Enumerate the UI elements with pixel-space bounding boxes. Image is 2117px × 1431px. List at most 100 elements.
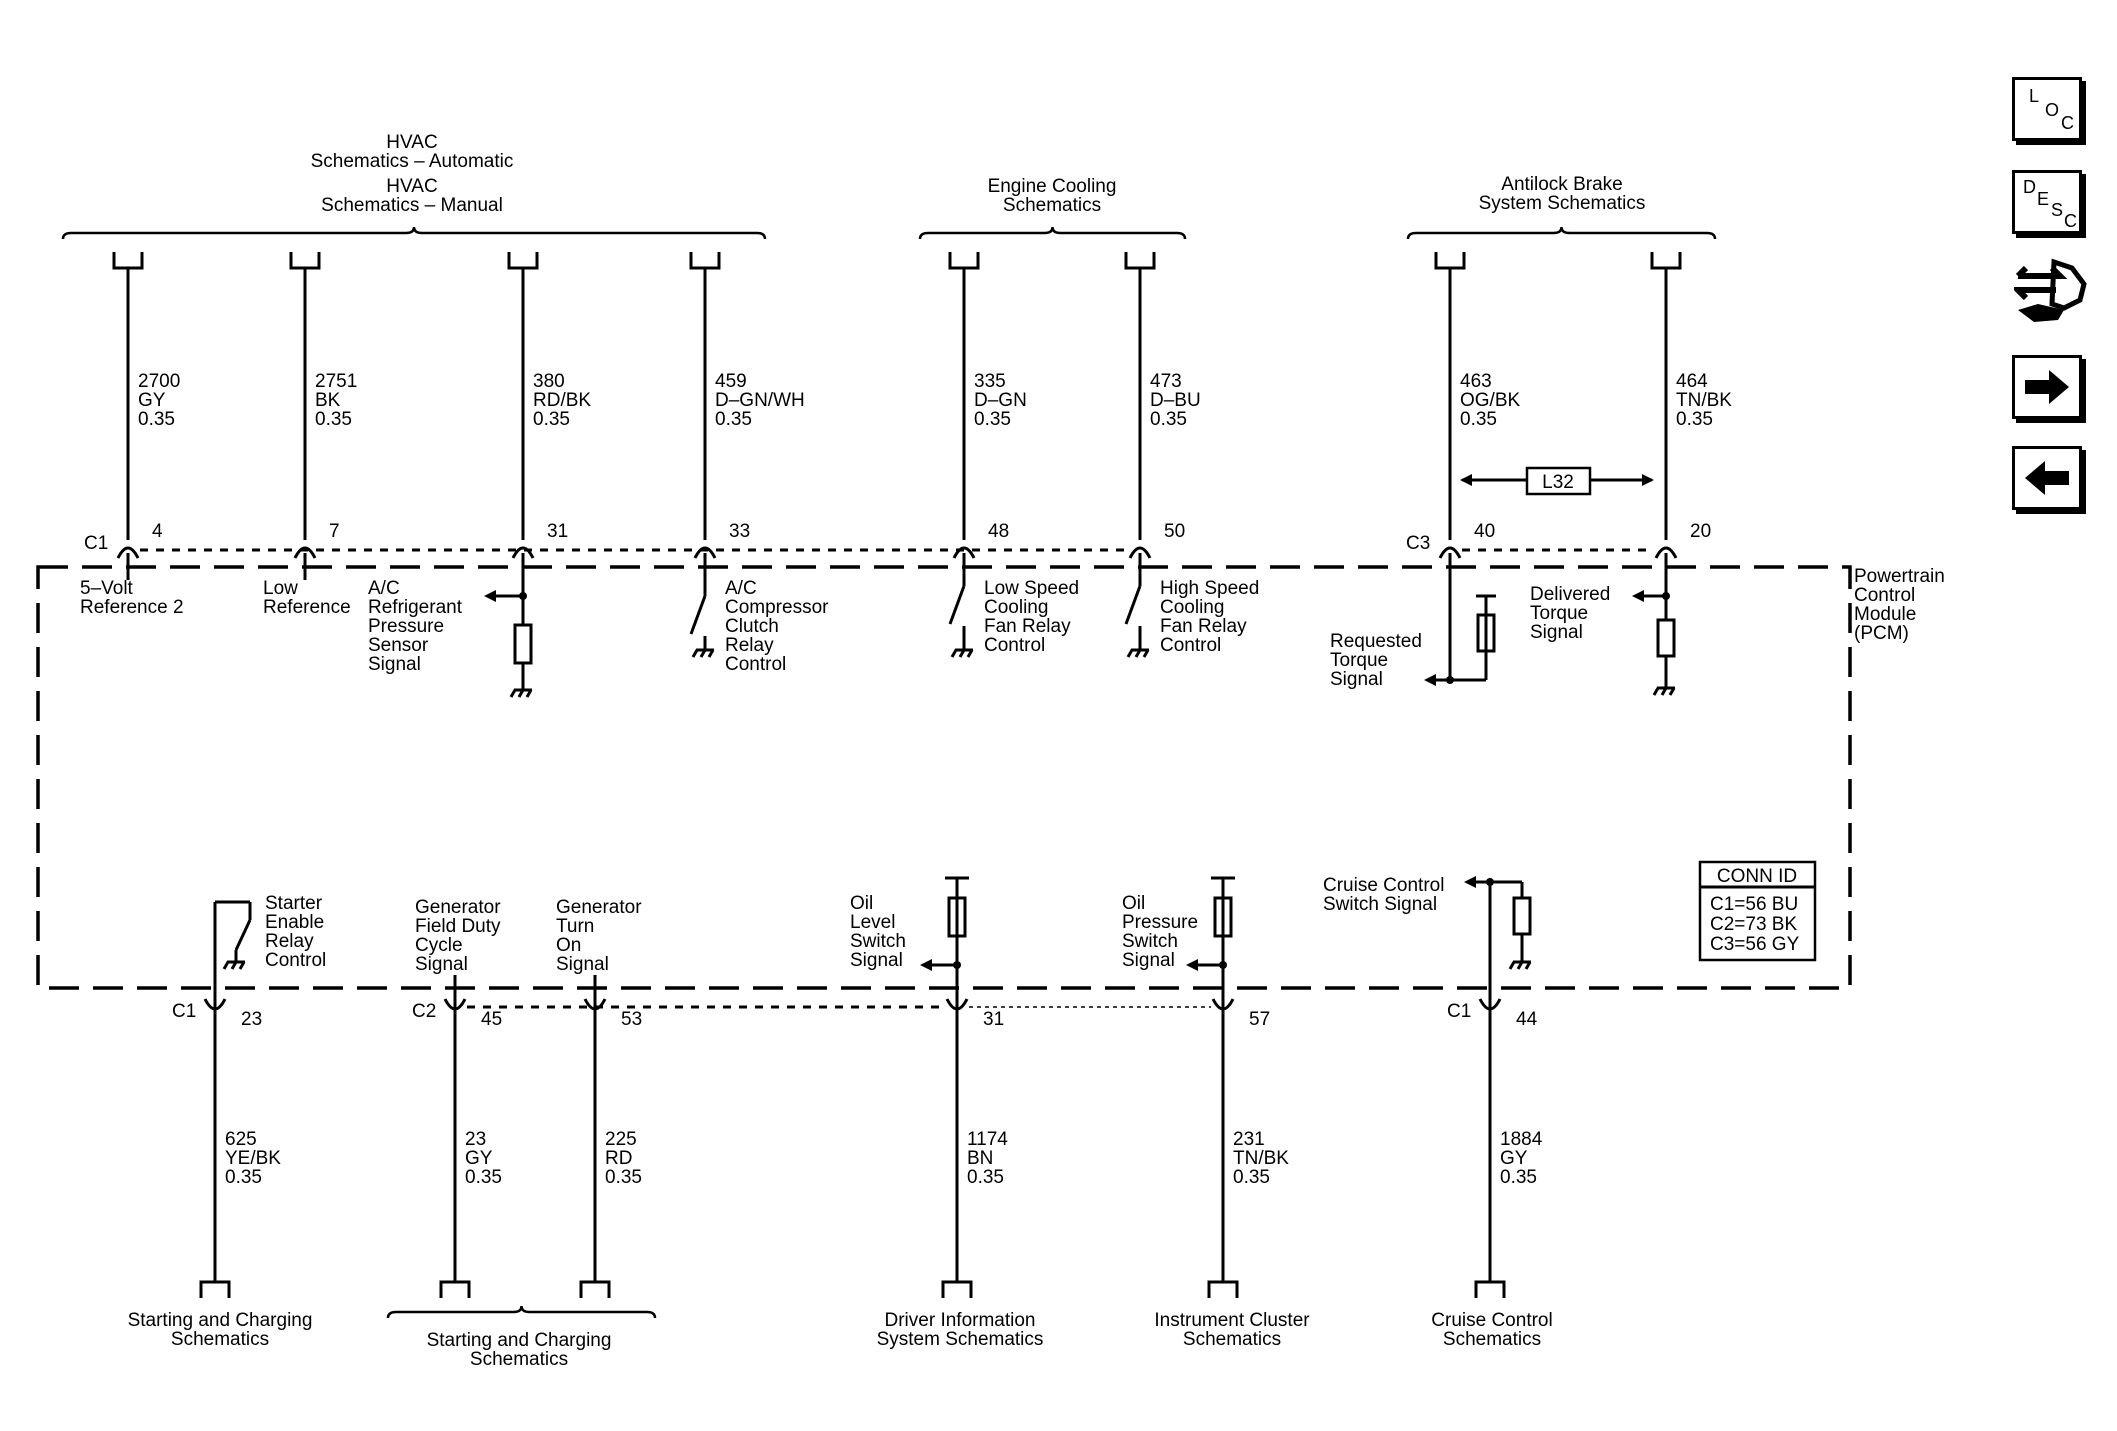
top-terminal <box>948 252 980 270</box>
next-button[interactable] <box>2012 355 2082 419</box>
oil-press-resistor <box>1213 896 1233 938</box>
top-pin <box>1128 546 1152 559</box>
bottom-connector-id: C1 <box>1447 1001 1471 1022</box>
label-ac-refrigerant-line: A/C <box>368 578 400 599</box>
label-cruise-switch-line: Cruise Control <box>1323 875 1444 896</box>
top-pin <box>952 546 976 559</box>
label-ac-compressor-line: Compressor <box>725 597 829 618</box>
bottom-wire-circuit: 231 <box>1233 1129 1265 1150</box>
abs-bracket <box>1406 226 1717 240</box>
label-requested-torque-line: Signal <box>1330 669 1383 690</box>
top-wire-color: D–GN <box>974 390 1027 411</box>
wrench-hand-icon <box>2010 258 2087 322</box>
abs-title-line: System Schematics <box>1479 193 1646 214</box>
ground-icon <box>1142 649 1150 658</box>
previous-button[interactable] <box>2012 446 2082 510</box>
top-connector-id: C1 <box>84 533 108 554</box>
top-wire-color: GY <box>138 390 166 411</box>
bottom-wire-circuit: 625 <box>225 1129 257 1150</box>
instrument-cluster-title-line: Instrument Cluster <box>1154 1310 1310 1331</box>
label-low-speed-fan-line: Low Speed <box>984 578 1079 599</box>
label-ac-compressor-line: A/C <box>725 578 757 599</box>
top-wire-circuit: 473 <box>1150 371 1182 392</box>
label-5v-ref-line: 5–Volt <box>80 578 134 599</box>
bottom-pin <box>945 998 969 1011</box>
top-pin <box>511 546 535 559</box>
junction <box>519 592 527 600</box>
starting-charging-title-line: Schematics <box>470 1349 568 1370</box>
conn-id-row: C3=56 GY <box>1710 934 1800 955</box>
bottom-terminal <box>1474 1280 1506 1298</box>
label-requested-torque-line: Torque <box>1330 650 1388 671</box>
top-wire-gauge: 0.35 <box>315 409 352 430</box>
bottom-terminal <box>941 1280 973 1298</box>
conn-id-box <box>1698 860 1817 962</box>
switch-icon <box>689 595 707 635</box>
bottom-pin <box>443 998 467 1011</box>
ground-icon <box>1668 687 1676 696</box>
top-terminal <box>1650 252 1682 270</box>
starting-charging-bracket <box>386 1305 657 1319</box>
instrument-cluster-title-line: Schematics <box>1183 1329 1281 1350</box>
label-low-speed-fan-line: Fan Relay <box>984 616 1071 637</box>
del-torque-resistor <box>1656 618 1676 658</box>
junction <box>1446 676 1454 684</box>
abs-title-line: Antilock Brake <box>1501 174 1622 195</box>
label-ac-compressor-line: Clutch <box>725 616 779 637</box>
ground-icon <box>1524 961 1532 970</box>
label-low-ref-line: Low <box>263 578 298 599</box>
cruise-control-title-line: Cruise Control <box>1431 1310 1552 1331</box>
top-pin-number: 40 <box>1474 521 1495 542</box>
starter-switch-icon <box>234 919 252 951</box>
top-pin-number: 20 <box>1690 521 1711 542</box>
bottom-terminal <box>439 1280 471 1298</box>
tools-button[interactable] <box>2010 256 2088 328</box>
starting-charging-title-line: Schematics <box>171 1329 269 1350</box>
hvac-auto-title-line: Schematics – Automatic <box>311 151 514 172</box>
label-high-speed-fan-line: Control <box>1160 635 1221 656</box>
cruise-control-title-line: Schematics <box>1443 1329 1541 1350</box>
location-button[interactable]: L O C <box>2012 77 2082 141</box>
conn-id-row: C1=56 BU <box>1710 894 1798 915</box>
signal-arrow-icon <box>1424 674 1436 686</box>
engine-cooling-title-line: Engine Cooling <box>988 176 1117 197</box>
signal-arrow-icon <box>484 590 496 602</box>
top-terminal <box>507 252 539 270</box>
top-wire-circuit: 459 <box>715 371 747 392</box>
label-high-speed-fan-line: Fan Relay <box>1160 616 1247 637</box>
engine-cooling-bracket <box>918 226 1187 240</box>
desc-letter-c: C <box>2064 211 2077 231</box>
ground-icon <box>707 649 715 658</box>
ground-icon <box>1134 649 1142 658</box>
top-wire-color: D–GN/WH <box>715 390 805 411</box>
switch-icon <box>948 585 966 625</box>
bottom-terminal <box>199 1280 231 1298</box>
bottom-wire-gauge: 0.35 <box>605 1167 642 1188</box>
label-low-speed-fan-line: Control <box>984 635 1045 656</box>
description-button[interactable]: D E S C <box>2012 170 2082 234</box>
label-oil-pressure-line: Switch <box>1122 931 1178 952</box>
conn-id-title: CONN ID <box>1717 866 1797 887</box>
label-delivered-torque-line: Delivered <box>1530 584 1610 605</box>
bottom-wire-color: GY <box>1500 1148 1528 1169</box>
bottom-wire-gauge: 0.35 <box>1500 1167 1537 1188</box>
cruise-resistor <box>1512 896 1532 936</box>
top-pin-number: 33 <box>729 521 750 542</box>
label-oil-level-line: Level <box>850 912 895 933</box>
ground-icon <box>966 649 974 658</box>
top-pin <box>293 546 317 559</box>
top-pin-number: 48 <box>988 521 1009 542</box>
bottom-pin-number: 44 <box>1516 1009 1538 1030</box>
ground-icon <box>517 689 525 698</box>
top-pin-number: 7 <box>329 521 340 542</box>
label-ac-refrigerant-line: Signal <box>368 654 421 675</box>
ground-icon <box>238 961 246 970</box>
ground-icon <box>509 689 517 698</box>
label-oil-level-line: Signal <box>850 950 903 971</box>
ground-icon <box>230 961 238 970</box>
top-wire-color: D–BU <box>1150 390 1201 411</box>
l32-box <box>1525 466 1592 496</box>
bottom-connector-id: C2 <box>412 1001 436 1022</box>
junction <box>1662 592 1670 600</box>
